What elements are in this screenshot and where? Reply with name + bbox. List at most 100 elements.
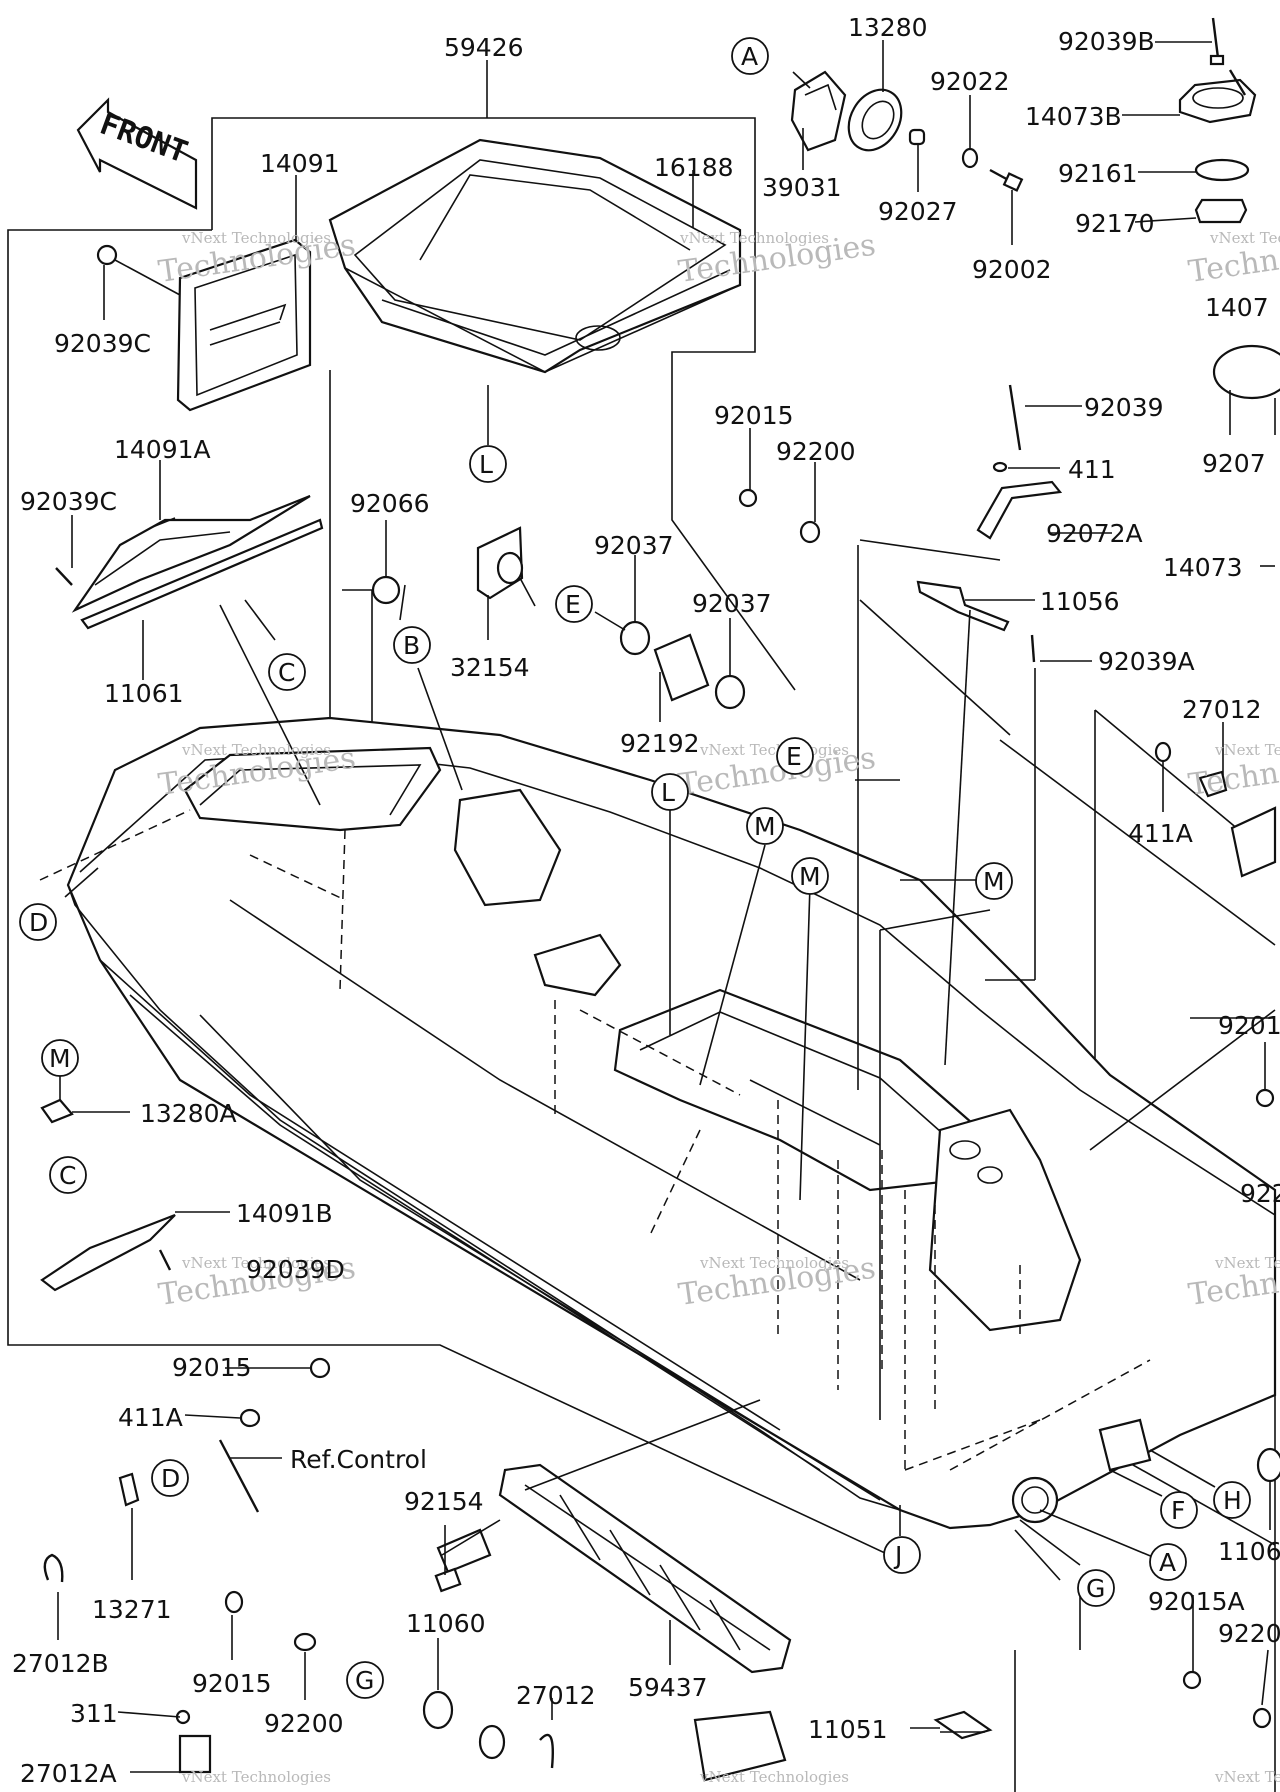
callout-j: J xyxy=(883,1536,921,1574)
storage-bin-59426 xyxy=(328,138,742,374)
part-label-92037-b: 92037 xyxy=(692,589,772,618)
watermark-text: vNext Technologies xyxy=(181,741,331,759)
callout-m-1: M xyxy=(746,807,784,845)
watermark-text: vNext Technologies xyxy=(1214,741,1280,759)
part-label-13280: 13280 xyxy=(848,13,928,42)
callout-m-2: M xyxy=(791,857,829,895)
part-label-411: 411 xyxy=(1068,455,1116,484)
part-label-59426: 59426 xyxy=(444,33,524,62)
part-label-14073-top: 1407 xyxy=(1205,293,1269,322)
part-label-27012b: 27012B xyxy=(12,1649,109,1678)
small-parts-top xyxy=(40,17,1280,1782)
part-label-92037-a: 92037 xyxy=(594,531,674,560)
part-label-92039c-b: 92039C xyxy=(20,487,117,516)
callout-d-left: D xyxy=(19,903,57,941)
part-label-13271: 13271 xyxy=(92,1595,172,1624)
svg-text:G: G xyxy=(355,1666,374,1695)
callout-c-top: C xyxy=(268,653,306,691)
part-label-92002: 92002 xyxy=(972,255,1052,284)
callout-h: H xyxy=(1213,1481,1251,1519)
part-label-92039: 92039 xyxy=(1084,393,1164,422)
part-label-11060: 11060 xyxy=(406,1609,486,1638)
svg-text:D: D xyxy=(161,1464,180,1493)
hull-body xyxy=(39,716,1277,1530)
part-label-92200-a: 92200 xyxy=(776,437,856,466)
part-label-92154: 92154 xyxy=(404,1487,484,1516)
watermark-text: vNext Technologies xyxy=(679,229,829,247)
svg-text:C: C xyxy=(278,658,295,687)
seal-14091A xyxy=(71,494,324,630)
part-label-92015-a: 92015 xyxy=(714,401,794,430)
part-label-14073b: 14073B xyxy=(1025,102,1122,131)
part-label-11056: 11056 xyxy=(1040,587,1120,616)
callout-c-left: C xyxy=(49,1156,87,1194)
part-label-13280a: 13280A xyxy=(140,1099,237,1128)
part-label-92015-b: 92015 xyxy=(172,1353,252,1382)
callout-e-mid: E xyxy=(776,737,814,775)
part-label-92027: 92027 xyxy=(878,197,958,226)
callout-circles: A L C B E E L M M M D M C D G J F H A G xyxy=(19,37,1251,1699)
part-label-92072a: 92072A xyxy=(1046,519,1143,548)
svg-text:M: M xyxy=(754,812,776,841)
part-label-92039b: 92039B xyxy=(1058,27,1155,56)
hatch-cover-14091 xyxy=(176,238,312,412)
svg-text:M: M xyxy=(983,867,1005,896)
svg-text:E: E xyxy=(565,590,581,619)
part-label-92066: 92066 xyxy=(350,489,430,518)
part-label-411a-a: 411A xyxy=(1128,819,1193,848)
watermark-text: vNext Technologies xyxy=(181,229,331,247)
svg-text:C: C xyxy=(59,1161,76,1190)
svg-text:A: A xyxy=(1159,1548,1176,1577)
callout-m-3: M xyxy=(975,862,1013,900)
part-label-92015-c: 92015 xyxy=(192,1669,272,1698)
part-label-92200-b: 92200 xyxy=(264,1709,344,1738)
callout-e-top: E xyxy=(555,585,593,623)
watermark-text: vNext Technologies xyxy=(1209,229,1280,247)
part-label-39031: 39031 xyxy=(762,173,842,202)
svg-text:D: D xyxy=(29,908,48,937)
part-label-311: 311 xyxy=(70,1699,118,1728)
callout-f: F xyxy=(1160,1491,1198,1529)
svg-text:M: M xyxy=(799,862,821,891)
svg-text:L: L xyxy=(661,778,675,807)
part-label-14073: 14073 xyxy=(1163,553,1243,582)
svg-text:A: A xyxy=(741,42,758,71)
callout-l-mid: L xyxy=(651,773,689,811)
part-label-92039d: 92039D xyxy=(246,1255,345,1284)
part-label-11051: 11051 xyxy=(808,1715,888,1744)
watermark-text: vNext Technologies xyxy=(1214,1768,1280,1786)
svg-text:J: J xyxy=(893,1541,902,1570)
watermark-text: vNext Technologies xyxy=(699,1768,849,1786)
watermark-text: vNext Technologies xyxy=(181,1254,331,1272)
part-label-92039c-a: 92039C xyxy=(54,329,151,358)
part-labels: 59426 14091 16188 13280 39031 92022 9202… xyxy=(12,13,1280,1788)
part-label-27012-b: 27012 xyxy=(516,1681,596,1710)
callout-d-bottom: D xyxy=(151,1459,189,1497)
part-label-27012-a: 27012 xyxy=(1182,695,1262,724)
foot-mat-59437 xyxy=(498,1463,792,1674)
part-label-92039a: 92039A xyxy=(1098,647,1195,676)
svg-text:L: L xyxy=(479,450,493,479)
callout-l-top: L xyxy=(469,445,507,483)
callout-m-left: M xyxy=(41,1039,79,1077)
watermarks: vNext Technologies Technologies vNext Te… xyxy=(156,228,1280,1786)
part-label-14091a: 14091A xyxy=(114,435,211,464)
svg-text:H: H xyxy=(1223,1486,1242,1515)
svg-text:B: B xyxy=(403,631,420,660)
part-label-ref-control: Ref.Control xyxy=(290,1445,427,1474)
watermark-text: vNext Technologies xyxy=(181,1768,331,1786)
callout-b: B xyxy=(393,626,431,664)
watermark-text: vNext Technologies xyxy=(699,1254,849,1272)
callout-a-bottom: A xyxy=(1149,1543,1187,1581)
front-arrow-icon: FRONT xyxy=(76,97,198,210)
part-label-92161: 92161 xyxy=(1058,159,1138,188)
watermark-text: vNext Technologies xyxy=(1214,1254,1280,1272)
callout-g-bottom: G xyxy=(346,1661,384,1699)
callout-g-right: G xyxy=(1077,1569,1115,1607)
part-label-9201-right: 9201 xyxy=(1218,1011,1280,1040)
part-label-32154: 32154 xyxy=(450,653,530,682)
part-label-411a-b: 411A xyxy=(118,1403,183,1432)
part-label-14091: 14091 xyxy=(260,149,340,178)
svg-text:F: F xyxy=(1171,1496,1185,1525)
